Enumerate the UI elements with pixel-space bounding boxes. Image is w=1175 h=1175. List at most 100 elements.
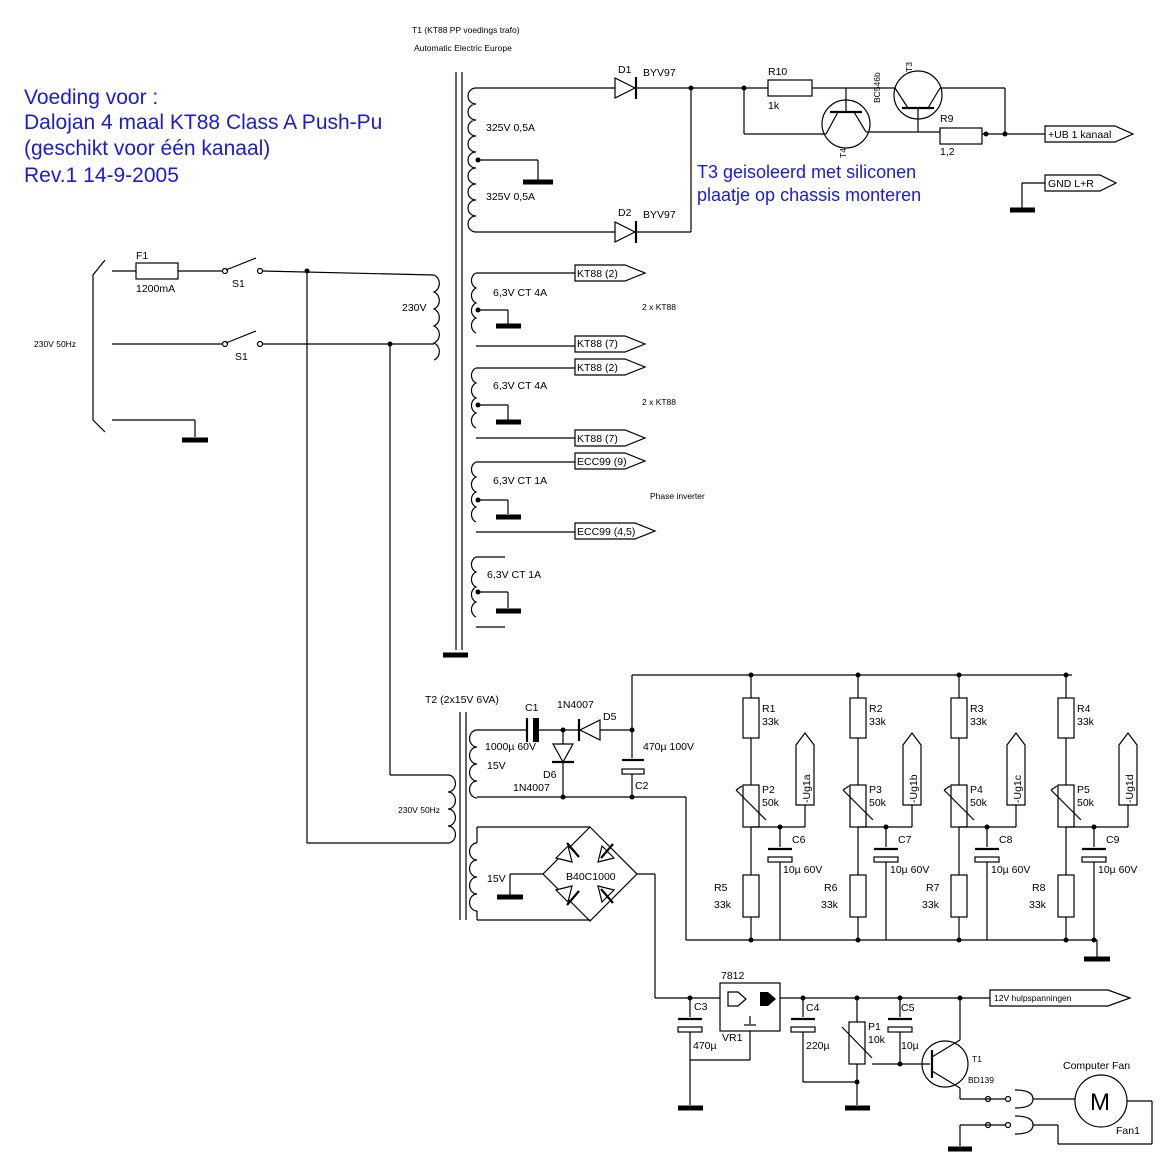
switch-s1-top — [225, 257, 257, 271]
c4-label: C4 — [806, 1002, 820, 1014]
t1-filament-coil-1 — [470, 272, 478, 334]
connector-ecc99-2 — [574, 522, 657, 540]
r2-value: 33k — [869, 716, 887, 728]
lv-section: B40C1000 C3 470µ 7812 VR1 12V hulpspanni — [476, 826, 1153, 1152]
capacitor-c5-plate-b — [887, 1026, 913, 1033]
p5-value: 50k — [1077, 797, 1095, 809]
resistor-r1 — [742, 697, 760, 739]
r1-value: 33k — [762, 716, 780, 728]
p5-label: P5 — [1077, 784, 1090, 796]
capacitor-c7-plate-b — [873, 856, 899, 863]
resistor-r8 — [1057, 874, 1075, 918]
t1-label: T1 (KT88 PP voedings trafo) — [412, 25, 520, 35]
capacitor-c8-plate-b — [974, 856, 1000, 863]
r8-value: 33k — [1029, 899, 1047, 911]
c2-value: 470µ 100V — [643, 741, 694, 753]
t2-primary-label: 230V 50Hz — [398, 805, 440, 815]
c8-value: 10µ 60V — [991, 864, 1030, 876]
p2-label: P2 — [762, 784, 775, 796]
resistor-r10 — [767, 79, 813, 97]
c5-value: 10µ — [901, 1040, 919, 1052]
d1-type: BYV97 — [643, 67, 676, 79]
potentiometer-p2 — [742, 784, 760, 828]
c6-label: C6 — [792, 834, 806, 846]
capacitor-c3-plate-b — [677, 1026, 703, 1033]
connector-ecc99-1 — [574, 452, 647, 470]
t2-sec1-label: 15V — [487, 760, 506, 772]
t4-type: BC546b — [872, 72, 882, 103]
t1-lv-type: BD139 — [968, 1075, 994, 1085]
r9-value: 1,2 — [940, 146, 955, 158]
c7-value: 10µ 60V — [890, 864, 929, 876]
title-line-2: Dalojan 4 maal KT88 Class A Push-Pu — [24, 111, 382, 134]
resistor-r6 — [849, 874, 867, 918]
motor-symbol: M — [1090, 1089, 1110, 1116]
connector-gnd-label: GND L+R — [1048, 178, 1094, 190]
transformer-t1: T1 (KT88 PP voedings trafo) Automatic El… — [402, 25, 520, 658]
fan-ref: Fan1 — [1116, 1125, 1140, 1137]
transistor-t4 — [821, 88, 871, 149]
p4-value: 50k — [970, 797, 988, 809]
c1-label: C1 — [525, 702, 539, 714]
c7-label: C7 — [898, 834, 912, 846]
fil3-label: 6,3V CT 1A — [493, 475, 547, 487]
fil2-label: 6,3V CT 4A — [493, 380, 547, 392]
potentiometer-p3 — [849, 784, 867, 828]
c6-value: 10µ 60V — [783, 864, 822, 876]
r1-label: R1 — [762, 703, 776, 715]
hv-lower-label: 325V 0,5A — [486, 191, 535, 203]
c9-label: C9 — [1106, 834, 1120, 846]
t2-secondary-coil-2 — [469, 842, 478, 912]
t2-label: T2 (2x15V 6VA) — [425, 694, 499, 706]
f1-label: F1 — [136, 250, 148, 262]
f1-value: 1200mA — [136, 283, 175, 295]
kt88-b1-label: KT88 (2) — [577, 362, 618, 374]
r7-label: R7 — [926, 882, 940, 894]
t1-filament-coil-3 — [470, 461, 478, 523]
hv-upper-label: 325V 0,5A — [486, 122, 535, 134]
potentiometer-p4 — [950, 784, 968, 828]
d5-label: D5 — [603, 711, 617, 723]
note-line-2: plaatje op chassis monteren — [697, 185, 921, 205]
kt88-a2-label: KT88 (7) — [577, 338, 618, 350]
r2-label: R2 — [869, 703, 883, 715]
vr-label: VR1 — [722, 1032, 743, 1044]
fil4-label: 6,3V CT 1A — [487, 569, 541, 581]
d2-type: BYV97 — [643, 209, 676, 221]
connector-kt88-a1 — [574, 264, 647, 282]
t3-label: T3 — [904, 62, 914, 72]
t1-hv-secondary-coil — [467, 87, 477, 233]
t2-primary-coil — [447, 774, 456, 844]
ecc99-2-label: ECC99 (4,5) — [577, 526, 635, 538]
r6-label: R6 — [824, 882, 838, 894]
connector-12v-label: 12V hulpspanningen — [994, 993, 1072, 1003]
connector-kt88-b1 — [574, 358, 647, 376]
d1-label: D1 — [618, 64, 632, 76]
mains-input-label: 230V 50Hz — [34, 339, 76, 349]
c4-value: 220µ — [806, 1040, 830, 1052]
resistor-r3 — [950, 697, 968, 739]
connector-ug1c — [1006, 732, 1026, 806]
r10-value: 1k — [768, 100, 780, 112]
ug1c-label: -Ug1c — [1012, 775, 1024, 803]
d6-type: 1N4007 — [513, 782, 550, 794]
t2-sec2-label: 15V — [487, 873, 506, 885]
p4-label: P4 — [970, 784, 983, 796]
connector-gnd — [1044, 174, 1118, 192]
fan-connector-plug-top — [1014, 1089, 1034, 1109]
r3-label: R3 — [970, 703, 984, 715]
title-line-1: Voeding voor : — [24, 86, 158, 109]
capacitor-c2-plate-b — [621, 768, 645, 775]
t1-maker: Automatic Electric Europe — [414, 43, 512, 53]
note-line-1: T3 geisoleerd met siliconen — [697, 162, 916, 182]
kt88-a1-label: KT88 (2) — [577, 268, 618, 280]
resistor-r5 — [742, 874, 760, 918]
capacitor-c1-plate-b — [533, 718, 539, 742]
r4-label: R4 — [1077, 703, 1091, 715]
diode-d5 — [577, 719, 601, 741]
bridge-diodes — [554, 842, 616, 906]
fan-connector-plug-bottom — [1014, 1115, 1034, 1135]
p1-label: P1 — [868, 1021, 881, 1033]
diode-d6 — [551, 743, 575, 764]
r5-value: 33k — [714, 899, 732, 911]
